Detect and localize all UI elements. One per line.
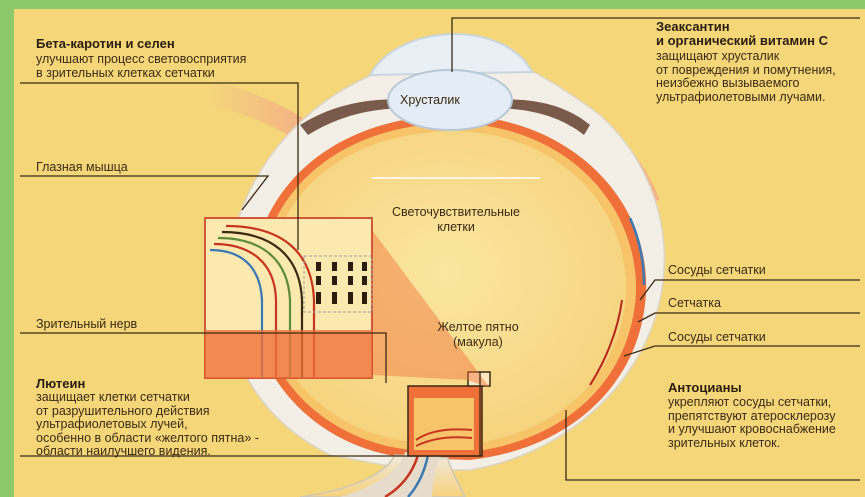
optic-nerve-label: Зрительный нерв [36,317,137,331]
retina-vessels-label-2: Сосуды сетчатки [668,330,766,344]
macula-label: Желтое пятно (макула) [416,320,540,350]
cornea [370,34,532,75]
lutein-title: Лютеин [36,376,85,391]
anthocyanins-text: укрепляют сосуды сетчатки, препятствуют … [668,396,836,450]
beta-carotene-text: улучшают процесс световосприятия в зрите… [36,53,246,80]
lens-label: Хрусталик [400,93,460,107]
zeaxanthin-text: защищают хрусталик от повреждения и пому… [656,50,836,104]
eye-muscle-label: Глазная мышца [36,160,128,174]
retina-vessels-label-1: Сосуды сетчатки [668,263,766,277]
zeaxanthin-title: Зеаксантин и органический витамин С [656,20,828,48]
photoreceptors-label: Светочувствительные клетки [372,205,540,235]
beta-carotene-title: Бета-каротин и селен [36,36,175,51]
lutein-text: защищает клетки сетчатки от разрушительн… [36,391,259,459]
frame-left [0,0,14,497]
anthocyanins-title: Антоцианы [668,380,742,395]
retina-label: Сетчатка [668,296,721,310]
frame-top [0,0,865,9]
zoom-inset-choroid [205,330,372,378]
